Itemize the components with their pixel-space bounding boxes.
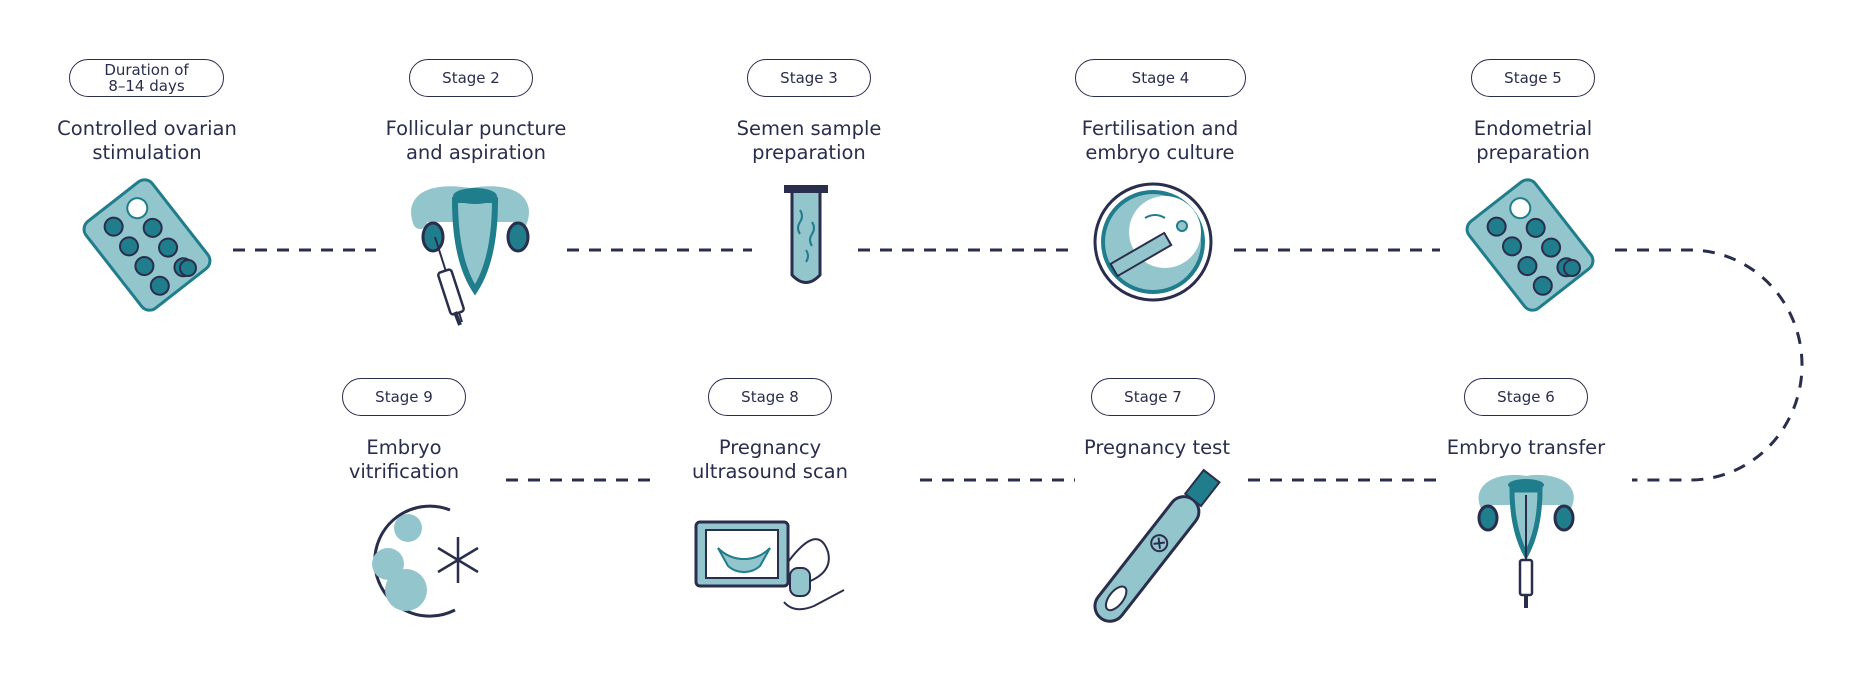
stage-1-badge: Duration of 8–14 days: [69, 59, 224, 97]
loose-pill-icon: [179, 259, 197, 277]
stage-5-title-line2: preparation: [1476, 141, 1590, 164]
stage-4-title: Fertilisation and embryo culture: [1082, 117, 1238, 165]
stage-3-title: Semen sample preparation: [737, 117, 882, 165]
test-tube-icon: [784, 185, 828, 284]
stage-6-title: Embryo transfer: [1447, 436, 1605, 460]
stage-9-title-line2: vitrification: [348, 460, 460, 483]
stage-7-badge: Stage 7: [1091, 378, 1215, 416]
stage-3-title-line1: Semen sample: [736, 117, 882, 140]
uterus-syringe-icon: [1477, 474, 1575, 608]
stage-7-title: Pregnancy test: [1084, 436, 1230, 460]
stage-9-badge: Stage 9: [342, 378, 466, 416]
stage-8-badge: Stage 8: [708, 378, 832, 416]
snowflake-icon: [437, 537, 479, 583]
loose-pill-icon: [1563, 259, 1581, 277]
stage-3-badge: Stage 3: [747, 59, 871, 97]
petri-dish-icon: [1093, 182, 1213, 302]
stage-1-title: Controlled ovarian stimulation: [57, 117, 237, 165]
stage-9-title: Embryo vitrification: [349, 436, 459, 484]
stage-2-title-line1: Follicular puncture: [385, 117, 567, 140]
vitrification-icon: [372, 504, 479, 618]
stage-5-badge: Stage 5: [1471, 59, 1595, 97]
stage-2-title: Follicular puncture and aspiration: [386, 117, 567, 165]
stage-4-title-line2: embryo culture: [1085, 141, 1235, 164]
stage-4-title-line1: Fertilisation and: [1081, 117, 1239, 140]
connector-5-6: [1615, 248, 1804, 482]
pill-pack-icon: [1465, 178, 1595, 312]
stage-3-title-line2: preparation: [752, 141, 866, 164]
stage-6-badge: Stage 6: [1464, 378, 1588, 416]
stage-2-title-line2: and aspiration: [405, 141, 547, 164]
stage-1-badge-line1: Duration of: [104, 61, 189, 79]
pill-pack-icon: [82, 178, 212, 312]
stage-8-title: Pregnancy ultrasound scan: [692, 436, 848, 484]
ultrasound-icon: [694, 520, 845, 611]
stage-1-badge-line2: 8–14 days: [108, 77, 185, 95]
stage-5-title-line1: Endometrial: [1473, 117, 1593, 140]
stage-5-title: Endometrial preparation: [1474, 117, 1592, 165]
stage-9-title-line1: Embryo: [366, 436, 442, 459]
stage-1-title-line2: stimulation: [92, 141, 202, 164]
uterus-syringe-icon: [411, 186, 530, 326]
stage-1-title-line1: Controlled ovarian: [57, 117, 237, 140]
connectors: [233, 248, 1804, 482]
stage-8-title-line2: ultrasound scan: [692, 460, 848, 483]
stage-7-title-line1: Pregnancy test: [1084, 436, 1230, 459]
stage-4-badge: Stage 4: [1075, 59, 1246, 97]
stage-8-title-line1: Pregnancy: [718, 436, 822, 459]
stage-2-badge: Stage 2: [409, 59, 533, 97]
stage-6-title-line1: Embryo transfer: [1446, 436, 1606, 459]
pregnancy-test-icon: [1093, 468, 1221, 623]
